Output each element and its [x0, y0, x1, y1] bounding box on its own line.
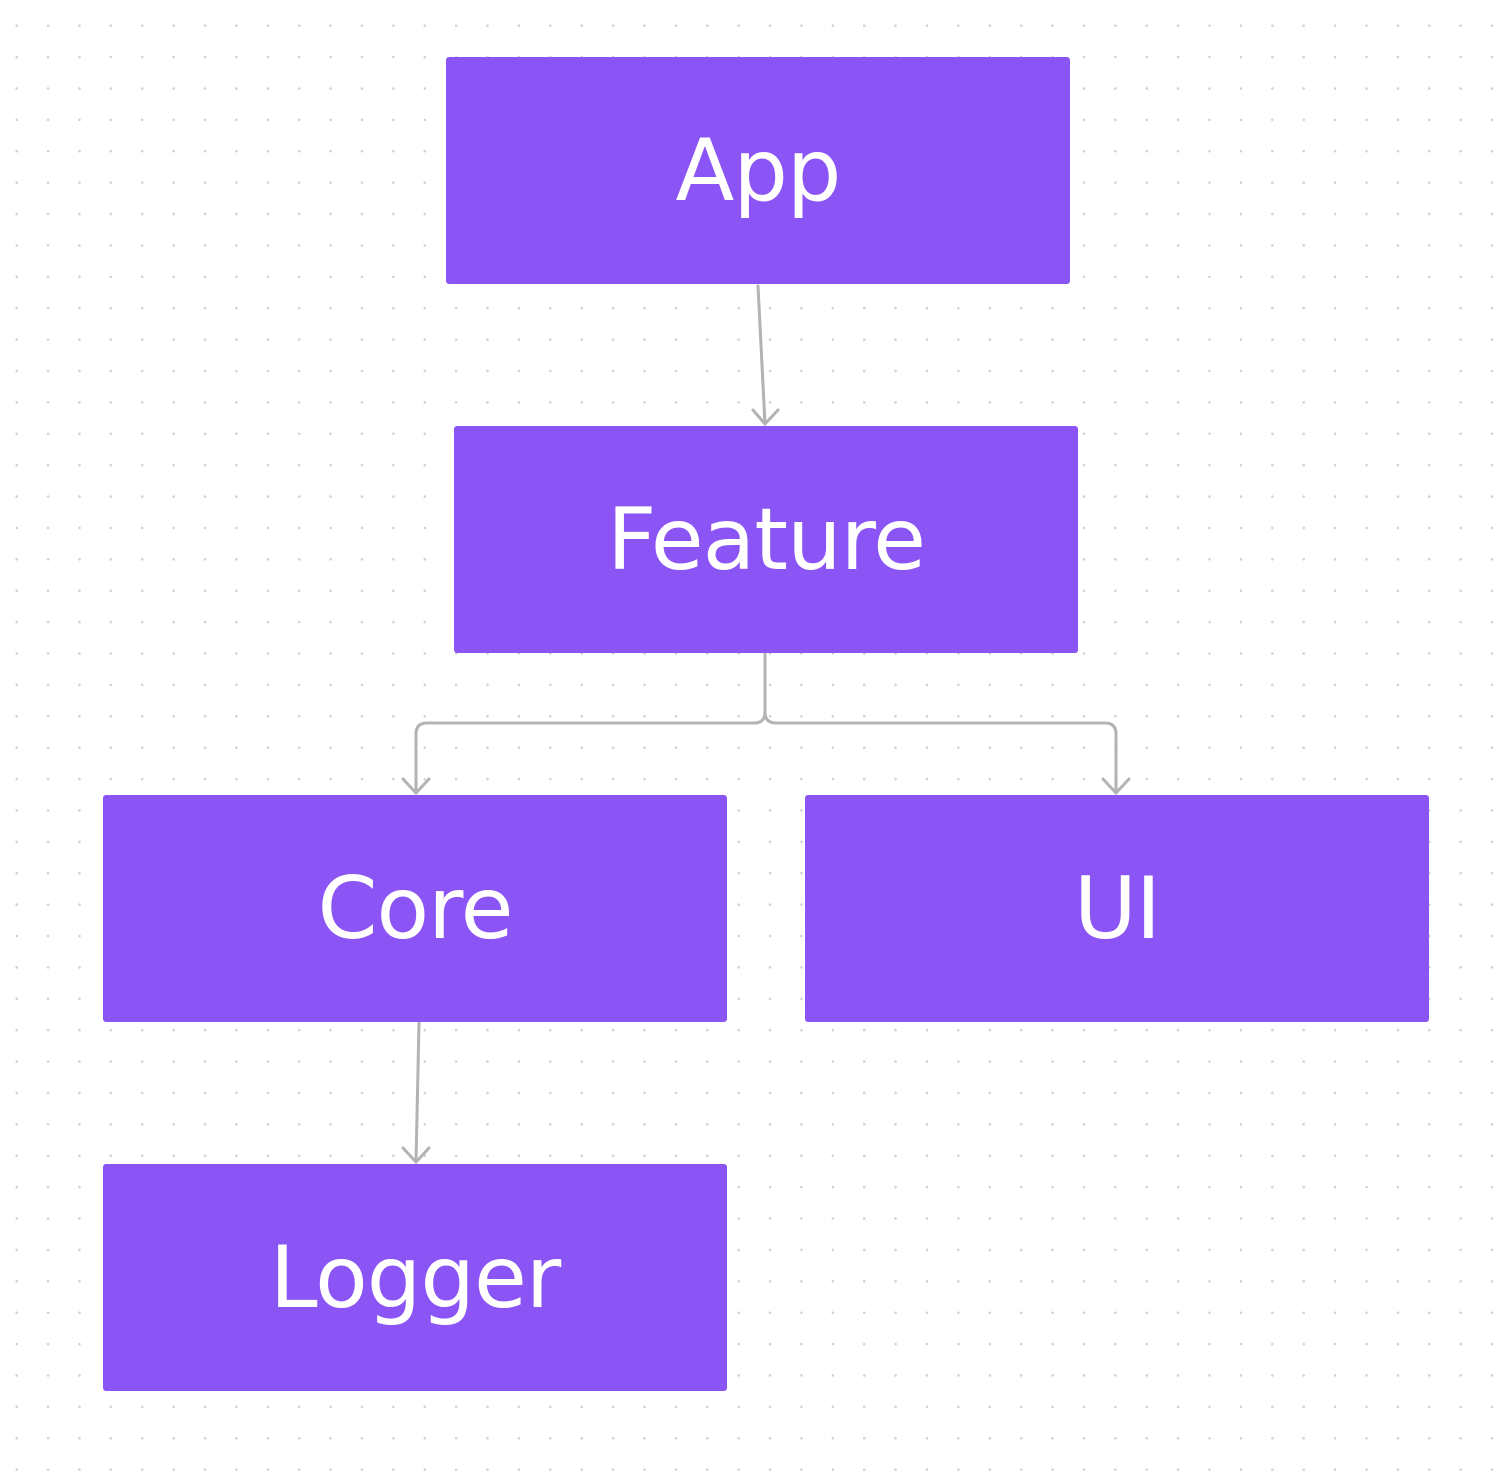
edge-core-logger [401, 1021, 431, 1164]
node-app-label: App [675, 120, 841, 221]
node-core[interactable]: Core [103, 795, 727, 1022]
node-logger-label: Logger [269, 1227, 561, 1328]
node-core-label: Core [317, 858, 513, 959]
node-ui[interactable]: UI [805, 795, 1429, 1022]
node-feature[interactable]: Feature [454, 426, 1078, 653]
edge-feature-ui [763, 710, 1131, 795]
node-logger[interactable]: Logger [103, 1164, 727, 1391]
node-feature-label: Feature [607, 489, 926, 590]
edge-app-feature [751, 284, 780, 426]
node-app[interactable]: App [446, 57, 1070, 284]
edge-feature-core [401, 652, 767, 795]
node-ui-label: UI [1073, 858, 1161, 959]
